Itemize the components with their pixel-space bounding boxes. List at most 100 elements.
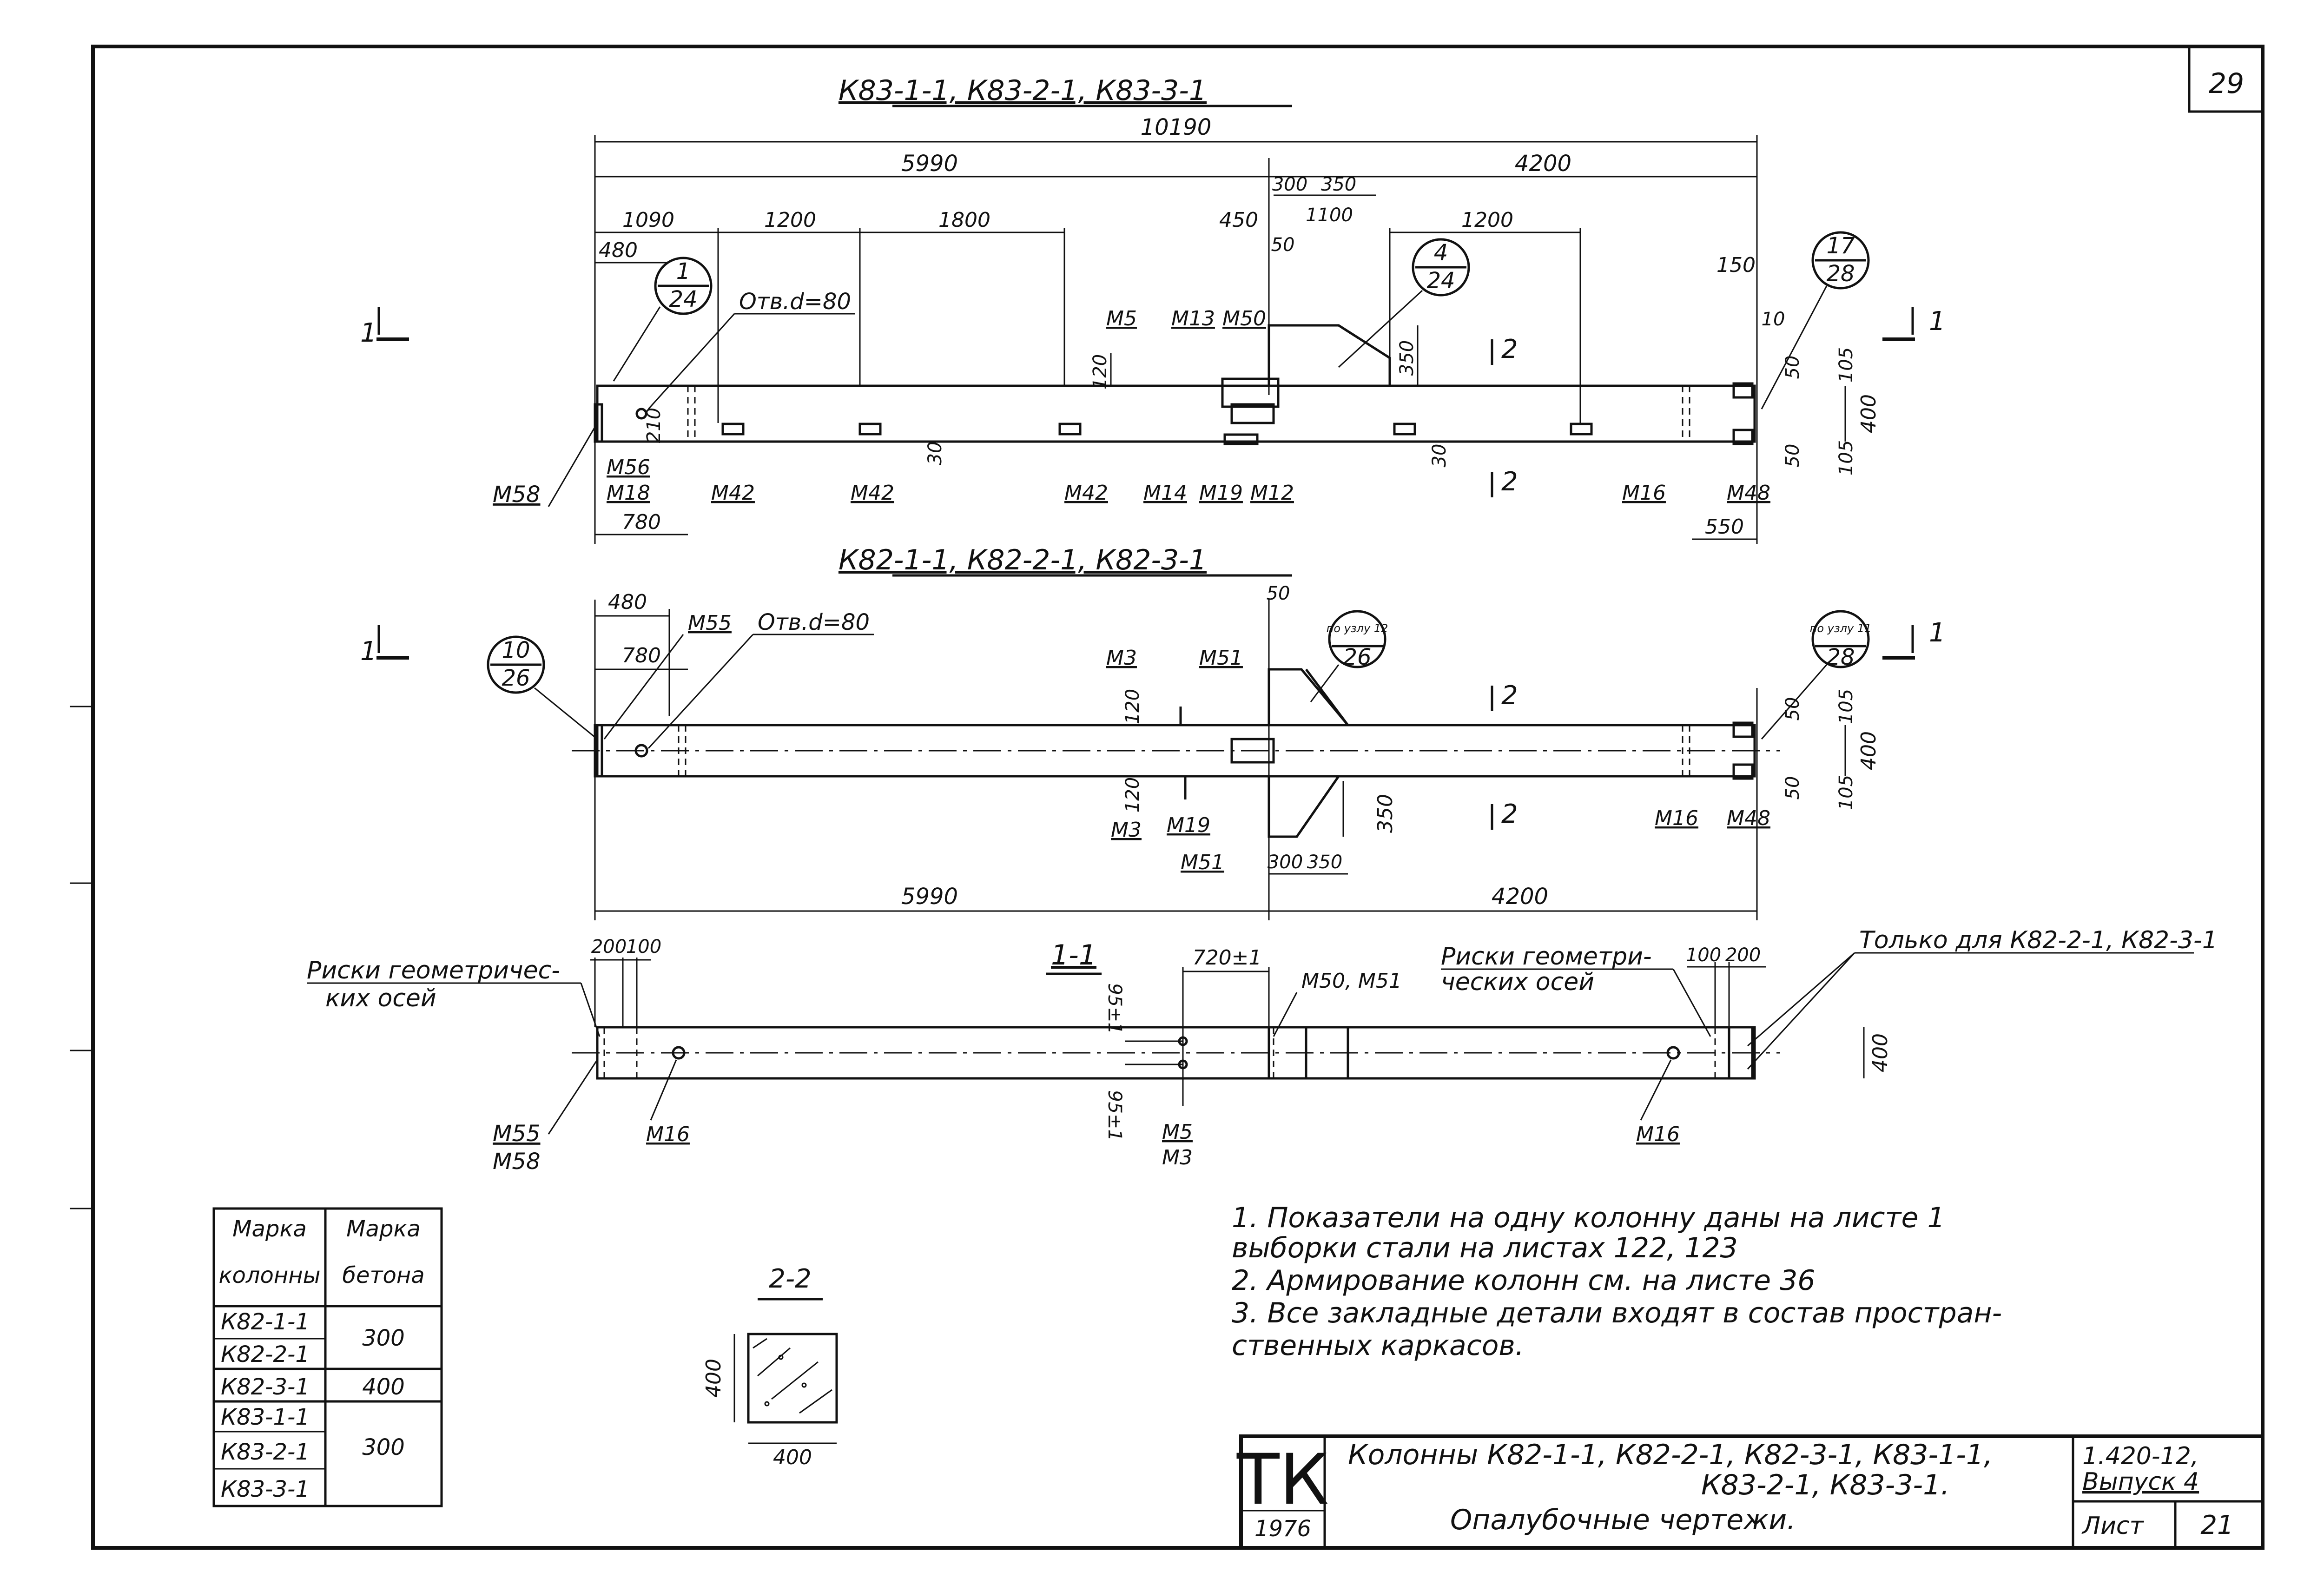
svg-text:1: 1 — [1929, 618, 1946, 648]
svg-text:120: 120 — [1122, 689, 1143, 724]
svg-text:1: 1 — [1929, 306, 1946, 337]
svg-text:4: 4 — [1434, 240, 1448, 266]
svg-text:выборки стали на листах 122, 1: выборки стали на листах 122, 123 — [1232, 1232, 1738, 1264]
svg-text:М48: М48 — [1727, 806, 1770, 830]
svg-text:2: 2 — [1501, 799, 1518, 829]
svg-text:10: 10 — [1762, 309, 1785, 330]
k83-overall: 10190 — [1141, 114, 1212, 140]
svg-text:50: 50 — [1267, 583, 1290, 604]
svg-text:95±1: 95±1 — [1104, 1090, 1125, 1141]
svg-text:1200: 1200 — [1461, 208, 1513, 232]
svg-text:М14: М14 — [1143, 481, 1187, 505]
svg-text:Риски геометри-: Риски геометри- — [1441, 943, 1652, 971]
svg-text:1800: 1800 — [938, 208, 990, 232]
svg-text:350: 350 — [1307, 852, 1342, 873]
svg-text:М42: М42 — [711, 481, 755, 505]
issue: Выпуск 4 — [2082, 1468, 2199, 1496]
svg-text:50: 50 — [1271, 234, 1295, 256]
svg-text:28: 28 — [1826, 261, 1855, 287]
k82-left-len: 5990 — [901, 884, 958, 910]
k82-hole-note: Отв.d=80 — [758, 609, 870, 635]
svg-text:480: 480 — [608, 590, 647, 614]
svg-text:780: 780 — [622, 510, 661, 534]
section-1-1-title: 1-1 — [1051, 939, 1096, 971]
svg-text:М51: М51 — [1181, 851, 1224, 874]
sheet-number-box — [2188, 45, 2264, 113]
svg-text:2: 2 — [1501, 467, 1518, 497]
svg-text:М58: М58 — [493, 1149, 541, 1175]
svg-text:М42: М42 — [1064, 481, 1108, 505]
table-row-grade: 300 — [362, 1434, 405, 1460]
sheet-frame — [91, 45, 2265, 1550]
series: 1.420-12, — [2082, 1442, 2199, 1470]
svg-text:400: 400 — [1857, 394, 1881, 433]
k82-callout-node12: по узлу 12 26 — [1310, 610, 1388, 702]
svg-text:3. Все закладные детали входя: 3. Все закладные детали входят в состав … — [1232, 1297, 2002, 1329]
svg-text:1100: 1100 — [1306, 205, 1353, 226]
svg-text:400: 400 — [1857, 731, 1881, 770]
concrete-grade-table: Марка колонны Марка бетона К82-1-1 К82-2… — [212, 1207, 443, 1507]
svg-text:210: 210 — [643, 408, 665, 443]
svg-text:1: 1 — [676, 258, 691, 284]
svg-text:200: 200 — [591, 936, 627, 958]
svg-text:1200: 1200 — [764, 208, 816, 232]
svg-text:105: 105 — [1835, 440, 1857, 476]
svg-text:М55: М55 — [688, 611, 732, 635]
year: 1976 — [1254, 1516, 1311, 1542]
svg-text:М19: М19 — [1199, 481, 1243, 505]
svg-text:350: 350 — [1373, 794, 1397, 833]
svg-text:1090: 1090 — [622, 208, 674, 232]
svg-text:50: 50 — [1782, 776, 1803, 800]
svg-text:150: 150 — [1717, 253, 1756, 277]
svg-text:М18: М18 — [607, 481, 650, 505]
svg-text:М16: М16 — [1636, 1123, 1680, 1146]
k83-callout-17: 17 28 — [1761, 231, 1870, 410]
svg-text:300: 300 — [1272, 174, 1307, 195]
svg-text:480: 480 — [599, 238, 638, 262]
svg-text:450: 450 — [1219, 208, 1258, 232]
svg-text:колонны: колонны — [218, 1262, 320, 1288]
svg-text:М50: М50 — [1222, 307, 1266, 330]
k82-callout-10: 10 26 — [487, 635, 598, 740]
svg-text:по узлу 11: по узлу 11 — [1810, 622, 1872, 635]
k83-column-body — [596, 384, 1756, 443]
table-row-grade: 400 — [362, 1374, 405, 1400]
table-row-col: К82-2-1 — [221, 1341, 310, 1367]
svg-text:М58: М58 — [493, 482, 541, 508]
svg-text:М16: М16 — [646, 1123, 690, 1146]
svg-text:24: 24 — [1426, 268, 1455, 294]
svg-text:30: 30 — [1429, 444, 1450, 468]
svg-text:М19: М19 — [1167, 813, 1210, 837]
svg-text:400: 400 — [773, 1446, 812, 1469]
k83-title: К83-1-1, К83-2-1, К83-3-1 — [838, 74, 1207, 107]
k83-callout-1: 1 24 — [613, 257, 713, 382]
view-k82: К82-1-1, К82-2-1, К82-3-1 480 780 50 120… — [360, 544, 1946, 920]
table-row-col: К82-1-1 — [221, 1309, 310, 1335]
svg-text:Риски геометричес-: Риски геометричес- — [307, 957, 560, 984]
svg-text:М55: М55 — [493, 1121, 541, 1147]
svg-text:105: 105 — [1835, 347, 1857, 383]
svg-text:1: 1 — [360, 318, 377, 348]
svg-text:200: 200 — [1725, 945, 1761, 966]
k82-right-len: 4200 — [1492, 884, 1548, 910]
svg-text:350: 350 — [1321, 174, 1356, 195]
svg-text:по узлу 12: по узлу 12 — [1327, 622, 1388, 635]
svg-text:2. Армирование колонн см. на: 2. Армирование колонн см. на листе 36 — [1232, 1264, 1815, 1297]
svg-text:350: 350 — [1396, 340, 1418, 376]
general-notes: 1. Показатели на одну колонну даны на ли… — [1232, 1202, 2002, 1362]
svg-text:28: 28 — [1826, 644, 1855, 670]
svg-text:М13: М13 — [1171, 307, 1215, 330]
view-k83: К83-1-1, К83-2-1, К83-3-1 10190 5990 420… — [360, 74, 1946, 544]
k83-hole-note: Отв.d=80 — [739, 289, 851, 315]
svg-text:720±1: 720±1 — [1193, 946, 1262, 970]
svg-text:50: 50 — [1782, 356, 1803, 379]
svg-text:Марка: Марка — [232, 1216, 307, 1242]
section-2-2-title: 2-2 — [769, 1264, 811, 1294]
svg-text:ственных каркасов.: ственных каркасов. — [1232, 1329, 1524, 1362]
svg-text:М5: М5 — [1106, 307, 1137, 330]
svg-text:М42: М42 — [851, 481, 894, 505]
svg-text:105: 105 — [1835, 775, 1857, 810]
svg-text:26: 26 — [1343, 644, 1371, 670]
section-2-2: 2-2 400 400 — [702, 1264, 838, 1469]
